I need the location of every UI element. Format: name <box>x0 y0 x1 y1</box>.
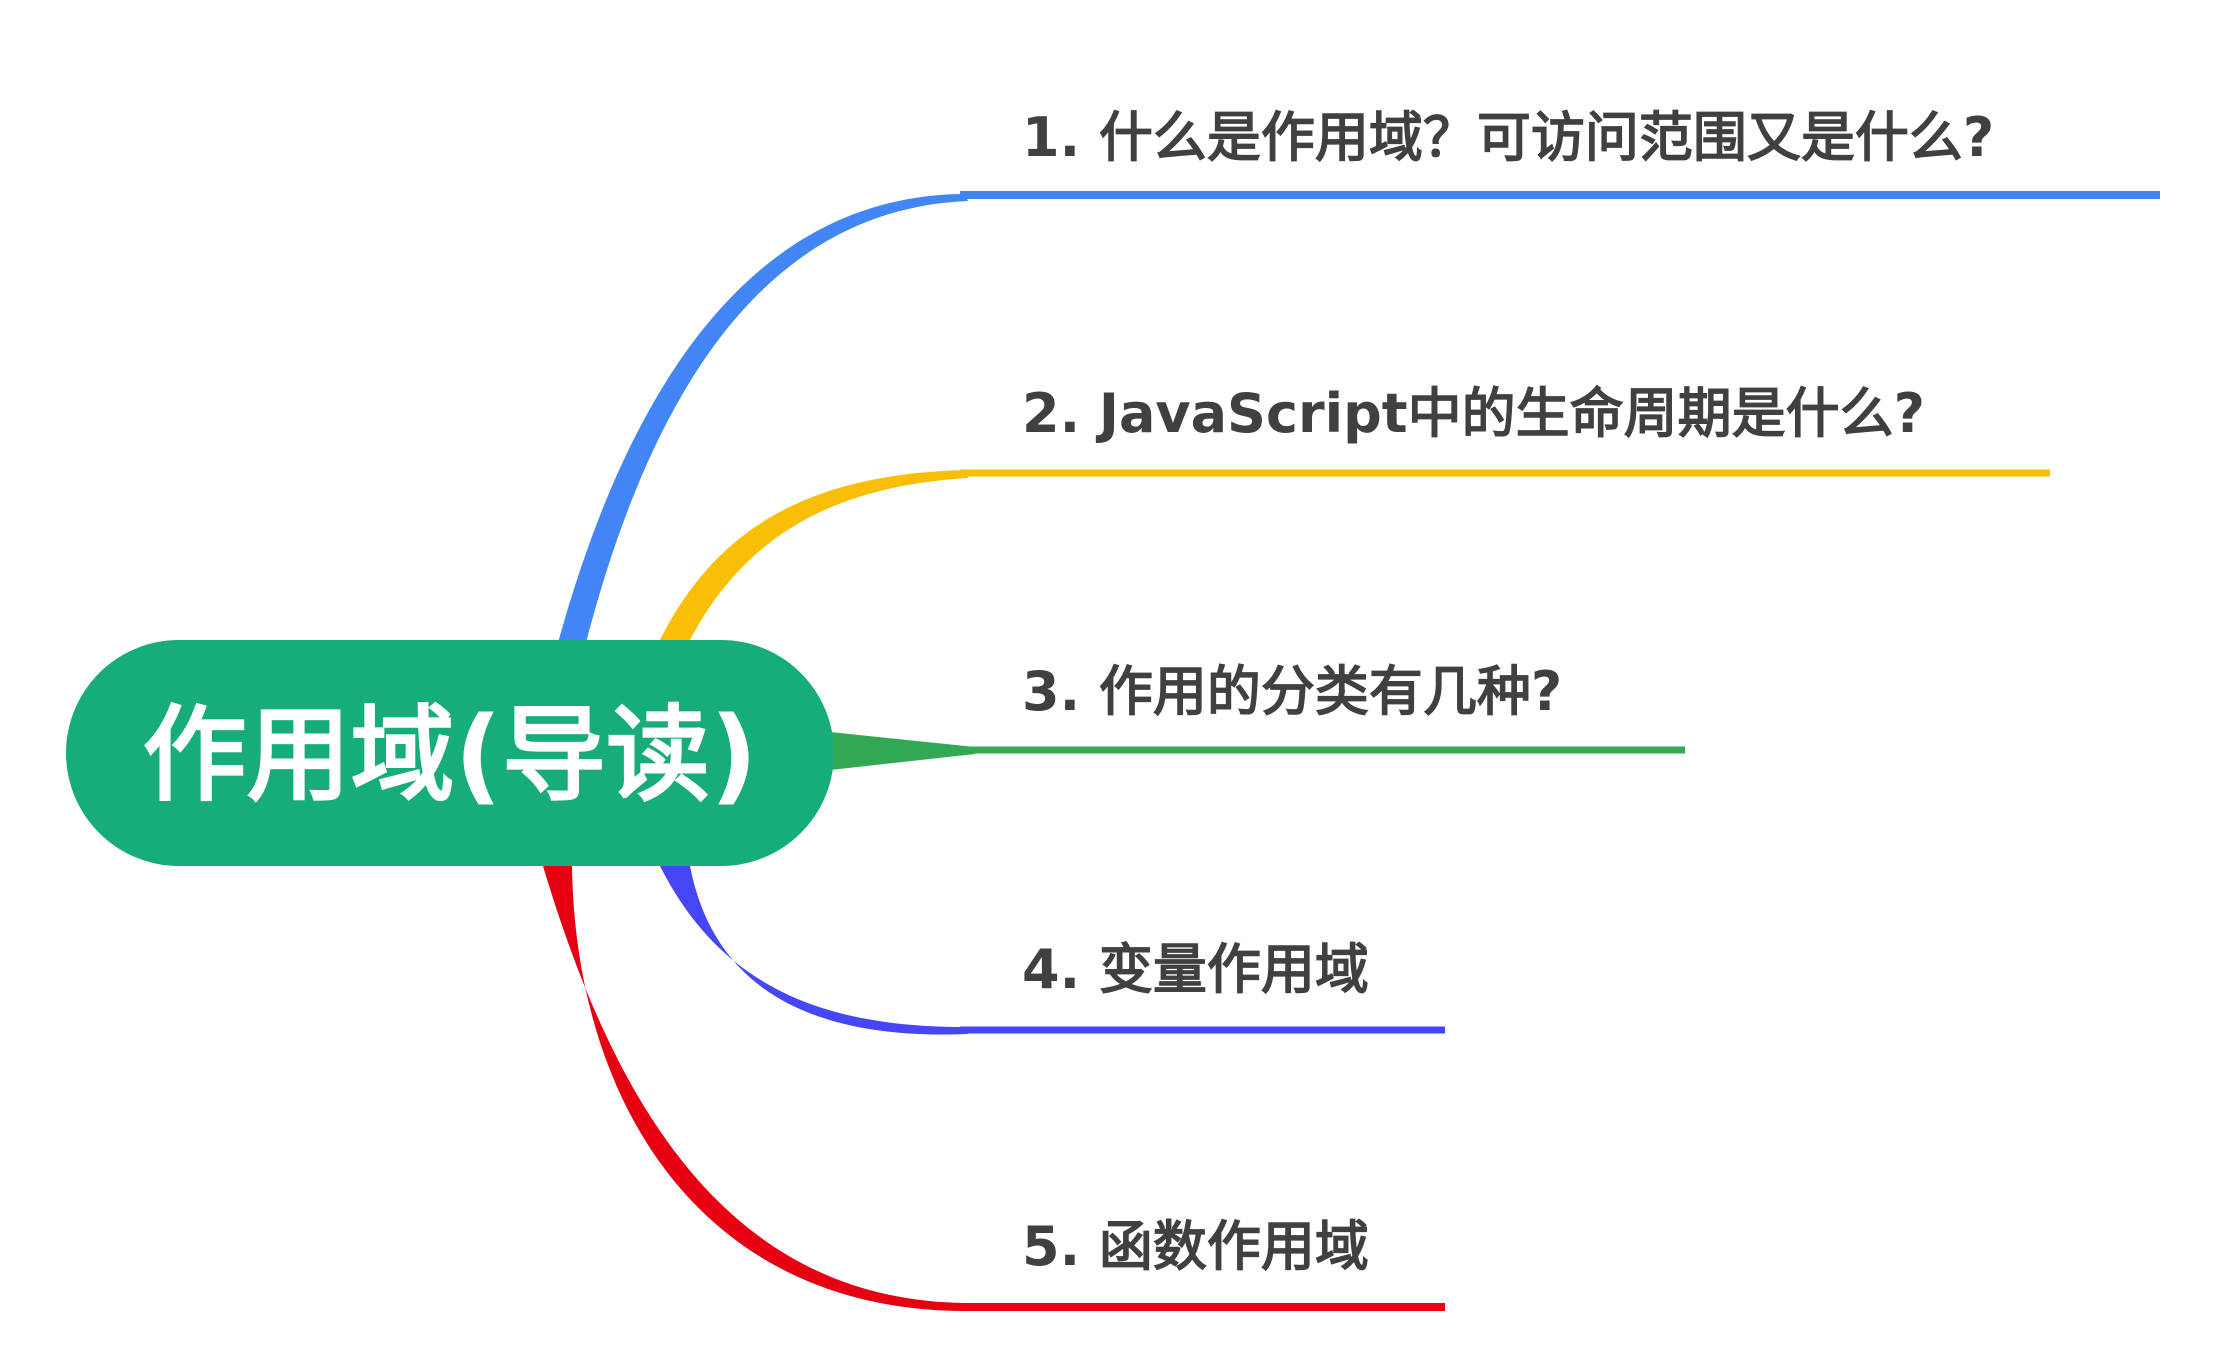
root-node[interactable]: 作用域(导读) <box>66 640 834 866</box>
branch-5-curve <box>543 866 968 1312</box>
root-node-background <box>66 640 834 866</box>
branch-4-curve <box>660 866 968 1035</box>
branch-5[interactable]: 5. 函数作用域 <box>543 866 1445 1312</box>
branch-2-curve <box>660 470 968 640</box>
branch-3[interactable]: 3. 作用的分类有几种? <box>830 660 1685 770</box>
branch-4-label: 4. 变量作用域 <box>1022 938 1369 1001</box>
branch-5-label: 5. 函数作用域 <box>1022 1215 1369 1278</box>
root-node-label: 作用域(导读) <box>142 694 757 816</box>
branch-1-label: 1. 什么是作用域？可访问范围又是什么? <box>1022 106 1994 169</box>
branch-2[interactable]: 2. JavaScript中的生命周期是什么? <box>660 382 2050 640</box>
branch-2-label: 2. JavaScript中的生命周期是什么? <box>1022 382 1925 445</box>
branch-1-curve <box>555 194 968 654</box>
branch-1[interactable]: 1. 什么是作用域？可访问范围又是什么? <box>555 106 2160 654</box>
branch-3-curve <box>830 732 975 770</box>
branch-3-label: 3. 作用的分类有几种? <box>1022 660 1562 723</box>
branch-4[interactable]: 4. 变量作用域 <box>660 866 1445 1035</box>
